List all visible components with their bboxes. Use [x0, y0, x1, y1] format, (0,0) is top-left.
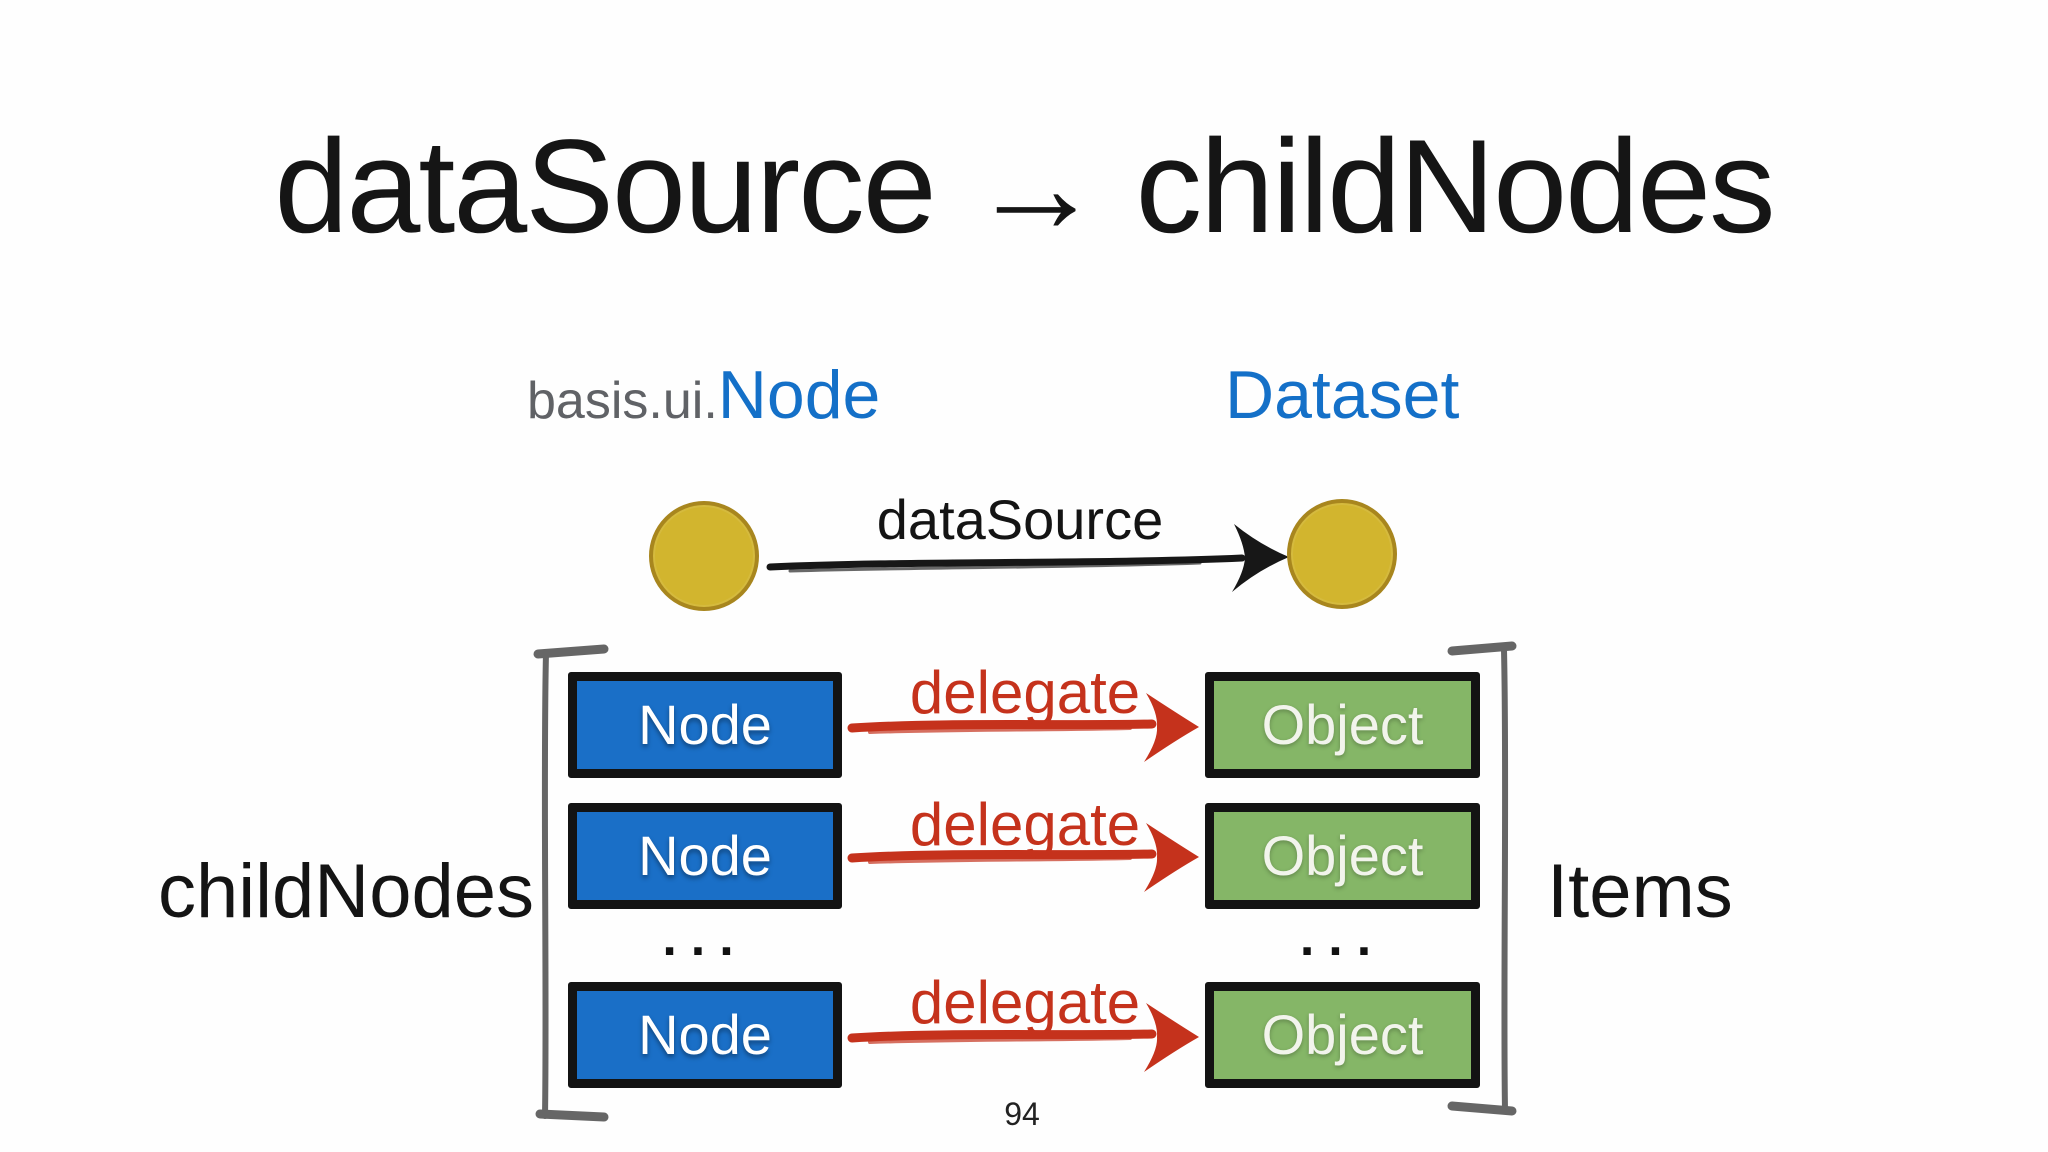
- heading-dataset-class: Dataset: [1225, 357, 1460, 433]
- slide-title: dataSource → childNodes: [274, 113, 1775, 261]
- dataset-instance-circle: [1287, 499, 1397, 609]
- datasource-arrowhead: [1232, 524, 1289, 592]
- node-box-2: Node: [568, 803, 842, 909]
- node-instance-circle: [649, 501, 759, 611]
- items-bracket-label: Items: [1547, 849, 1733, 934]
- object-box-2: Object: [1205, 803, 1480, 909]
- heading-namespace-prefix: basis.ui.: [527, 372, 718, 430]
- page-number: 94: [1004, 1096, 1040, 1132]
- delegate-arrow-label-3: delegate: [909, 969, 1141, 1036]
- node-box-1: Node: [568, 672, 842, 778]
- node-box-3: Node: [568, 982, 842, 1088]
- heading-basis-ui-node: basis.ui.Node: [527, 361, 880, 429]
- object-column-ellipsis: ...: [1299, 909, 1386, 967]
- object-box-3: Object: [1205, 982, 1480, 1088]
- delegate-arrow-label-1: delegate: [909, 659, 1141, 726]
- datasource-arrow-label: dataSource: [876, 488, 1164, 551]
- object-box-1: Object: [1205, 672, 1480, 778]
- node-column-ellipsis: ...: [662, 909, 748, 967]
- delegate-arrow-label-2: delegate: [909, 791, 1141, 858]
- heading-node-class: Node: [717, 357, 881, 433]
- childnodes-bracket-label: childNodes: [158, 849, 534, 934]
